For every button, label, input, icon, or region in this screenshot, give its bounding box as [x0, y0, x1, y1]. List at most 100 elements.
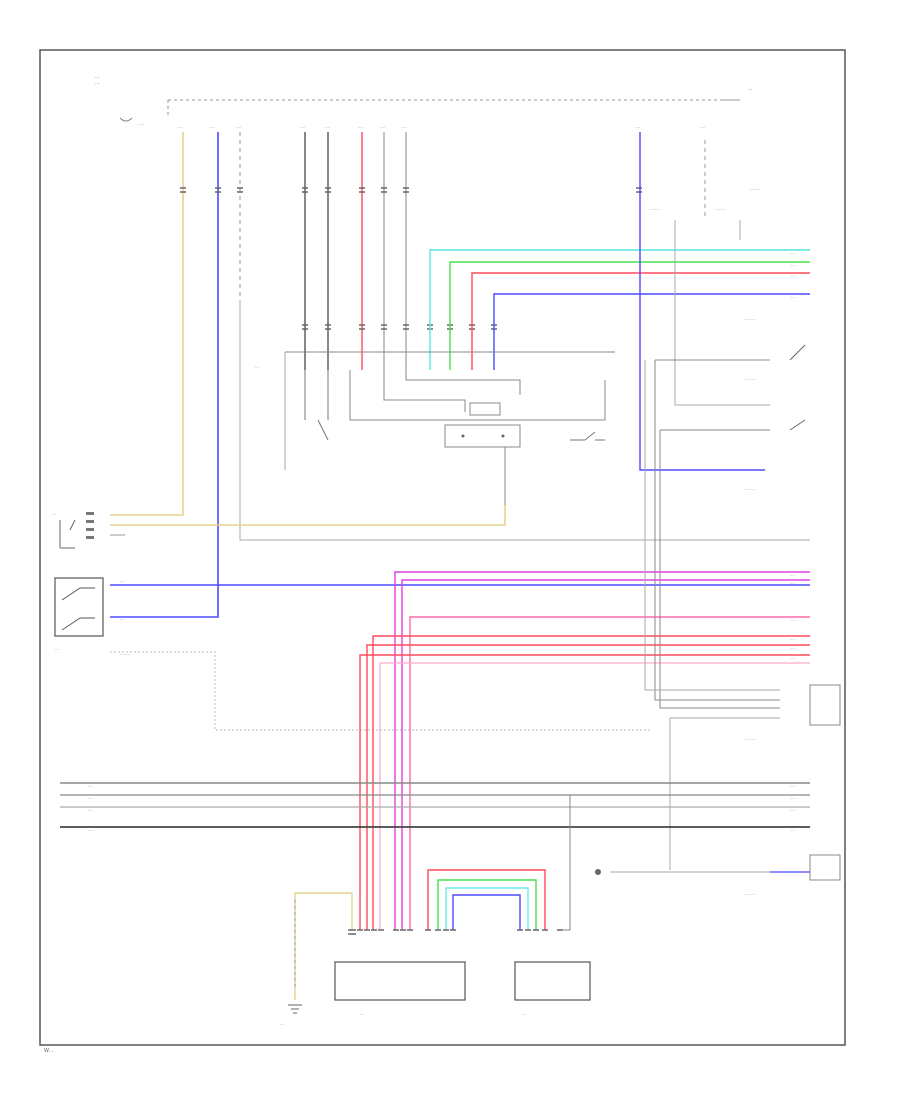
wire-cyan: [429, 249, 810, 370]
left-switch-box: [54, 577, 104, 637]
svg-text:....: ....: [358, 124, 363, 129]
svg-text:....: ....: [236, 124, 241, 129]
wire-red: [427, 869, 546, 930]
bottom-right-module-label: ...: [522, 1011, 526, 1016]
svg-text:....: ....: [88, 795, 93, 800]
wire-cyan: [445, 887, 529, 930]
main-switch-label: ...: [255, 364, 259, 369]
svg-text:....: ....: [790, 655, 795, 660]
svg-text:........: ........: [745, 316, 755, 321]
wire-yellow: [110, 505, 506, 526]
wire-green: [449, 261, 810, 370]
left-switch-label: ...: [55, 646, 59, 651]
internal-wiring: [383, 370, 466, 412]
wire-pink: [409, 616, 810, 930]
svg-text:....: ....: [790, 273, 795, 278]
wire-yellow: [110, 132, 184, 516]
svg-text:....: ....: [635, 124, 640, 129]
junction: [501, 434, 505, 438]
wire-gray: [654, 359, 780, 701]
top-right-module-label: ...: [748, 86, 753, 92]
wire-red: [471, 272, 810, 370]
svg-text:........: ........: [715, 206, 725, 211]
header-label: ...: [95, 74, 100, 80]
right-module-box: [809, 684, 841, 726]
wire-green: [437, 879, 537, 930]
svg-text:........: ........: [745, 376, 755, 381]
page-code: W...: [44, 1048, 54, 1054]
internal-wiring: [405, 370, 521, 395]
bottom-right-module: [514, 961, 591, 1001]
wire-gray-dashed: [110, 651, 650, 731]
wire-gray: [644, 360, 780, 691]
wire-blue: [493, 293, 810, 370]
svg-text:....: ....: [210, 124, 215, 129]
left-connector-symbol: [59, 519, 76, 549]
wire-gray: [669, 717, 780, 870]
left-switch-contacts: [61, 587, 95, 631]
wire-magenta: [401, 579, 810, 930]
connector-pins: [86, 512, 94, 539]
svg-text:........: ........: [750, 186, 760, 191]
svg-text:........: ........: [120, 651, 130, 656]
svg-text:....: ....: [380, 124, 385, 129]
wire-gray: [659, 429, 780, 709]
junction: [461, 434, 465, 438]
wire-magenta: [394, 571, 810, 930]
svg-text:....: ....: [88, 807, 93, 812]
wire-blue: [452, 894, 521, 930]
wire-red: [366, 644, 810, 930]
svg-text:........: ........: [745, 736, 755, 741]
wire-blue: [110, 132, 219, 618]
bottom-left-module: [334, 961, 466, 1001]
svg-text:........: ........: [745, 486, 755, 491]
ground-point: [595, 869, 601, 875]
diagram-frame: [39, 49, 846, 1046]
wire-labels: ............ ............ ............ .…: [88, 124, 795, 896]
svg-text:....: ....: [88, 783, 93, 788]
header-label: ...: [95, 80, 100, 86]
svg-text:....: ....: [790, 580, 795, 585]
svg-text:....: ....: [88, 827, 93, 832]
svg-text:....: ....: [178, 124, 183, 129]
bottom-left-module-label: ...: [360, 1011, 364, 1016]
svg-text:....: ....: [120, 578, 125, 583]
svg-text:....: ....: [790, 827, 795, 832]
bottom-right-connector: [809, 854, 841, 881]
ground-label: ...: [280, 1021, 284, 1026]
wire-gray: [560, 795, 571, 931]
svg-text:....: ....: [790, 617, 795, 622]
svg-text:........: ........: [650, 206, 660, 211]
svg-text:........: ........: [745, 891, 755, 896]
wire-red: [372, 635, 810, 930]
switch-symbol: [789, 344, 806, 431]
svg-text:....: ....: [300, 124, 305, 129]
svg-text:....: ....: [402, 124, 407, 129]
internal-wiring: [349, 370, 606, 421]
svg-text:....: ....: [120, 616, 125, 621]
svg-text:....: ....: [325, 124, 330, 129]
svg-text:....: ....: [790, 645, 795, 650]
wire-pink: [379, 662, 810, 930]
svg-text:....: ....: [700, 124, 705, 129]
svg-text:....: ....: [790, 250, 795, 255]
relay-box: [469, 402, 501, 416]
svg-text:....: ....: [790, 636, 795, 641]
svg-text:....: ....: [790, 795, 795, 800]
wire-gray: [674, 220, 770, 406]
svg-text:....: ....: [790, 783, 795, 788]
wire-gray: [239, 300, 810, 541]
ground-symbol: [288, 1004, 302, 1014]
svg-text:....: ....: [790, 807, 795, 812]
internal-wiring: [304, 370, 329, 441]
left-connector-label: ...: [52, 511, 56, 516]
relay-box: [444, 424, 521, 448]
wire-yellow: [294, 892, 353, 1000]
svg-text:....: ....: [790, 262, 795, 267]
terminal-ticks: [348, 929, 563, 935]
switch-symbol: [570, 431, 605, 441]
svg-text:....: ....: [790, 572, 795, 577]
svg-text:....: ....: [790, 294, 795, 299]
fuse-label: .....: [138, 121, 144, 126]
